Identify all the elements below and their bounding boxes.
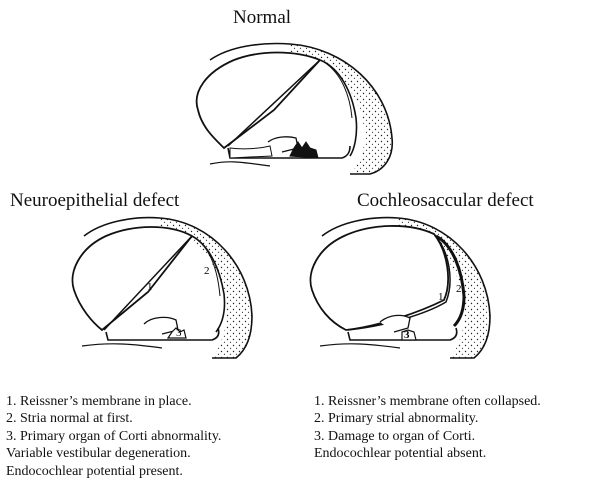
scala-vestibuli: [197, 53, 320, 149]
note-line: 1. Reissner’s membrane in place.: [6, 393, 221, 410]
note-line: 3. Primary organ of Corti abnormality.: [6, 428, 221, 445]
neuroepithelial-notes: 1. Reissner’s membrane in place. 2. Stri…: [6, 393, 221, 480]
note-line: Endocochlear potential absent.: [314, 445, 541, 462]
scala-vestibuli: [72, 227, 192, 330]
note-line: 2. Stria normal at first.: [6, 410, 221, 427]
cochleosaccular-notes: 1. Reissner’s membrane often collapsed. …: [314, 393, 541, 463]
title-normal: Normal: [233, 7, 291, 29]
normal-cochlea-figure: [170, 38, 400, 178]
marker-1: 1: [438, 291, 444, 303]
title-cochleosaccular: Cochleosaccular defect: [357, 190, 534, 212]
limbus: [230, 146, 272, 158]
note-line: 3. Damage to organ of Corti.: [314, 428, 541, 445]
neuroepithelial-cochlea-figure: 1 2 3: [52, 212, 262, 362]
marker-2: 2: [204, 265, 210, 277]
note-line: 2. Primary strial abnormality.: [314, 410, 541, 427]
spiral-lamina: [82, 344, 162, 348]
note-line: Variable vestibular degeneration.: [6, 445, 221, 462]
note-line: Endocochlear potential present.: [6, 463, 221, 480]
cochleosaccular-cochlea-figure: 1 2 3: [290, 212, 500, 362]
scala-vestibuli-collapsed: [310, 226, 448, 330]
title-neuroepithelial: Neuroepithelial defect: [10, 190, 179, 212]
spiral-lamina: [320, 344, 400, 348]
note-line: 1. Reissner’s membrane often collapsed.: [314, 393, 541, 410]
marker-1: 1: [147, 281, 153, 293]
spiral-lamina: [210, 162, 270, 166]
marker-2: 2: [456, 283, 462, 295]
marker-3: 3: [176, 327, 182, 339]
marker-3: 3: [404, 329, 410, 341]
